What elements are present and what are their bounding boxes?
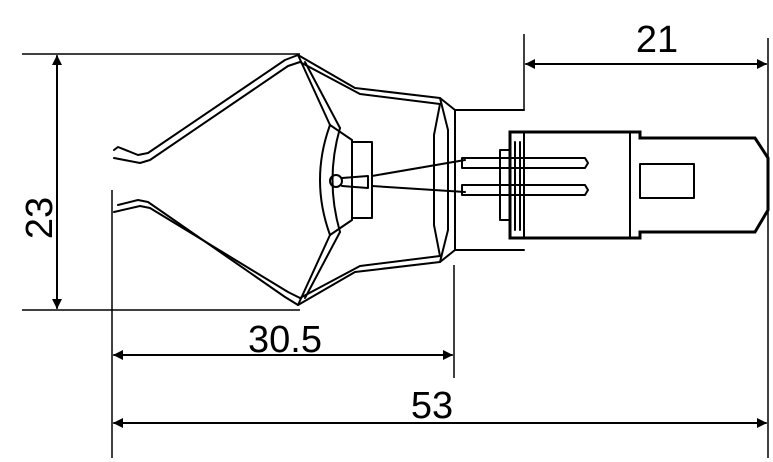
dimension-neck-length: 30.5 (113, 319, 453, 361)
extension-lines (22, 34, 769, 458)
dimension-height-label: 23 (19, 197, 61, 239)
dimension-base-length: 21 (525, 19, 767, 69)
dimension-base-length-label: 21 (636, 19, 678, 61)
dimension-neck-length-label: 30.5 (248, 319, 322, 361)
dimension-total-length-label: 53 (411, 385, 453, 427)
lamp-reflector (113, 54, 525, 306)
dimension-total-length: 53 (113, 385, 767, 428)
lamp-base (461, 130, 770, 240)
dimension-height: 23 (19, 55, 62, 309)
